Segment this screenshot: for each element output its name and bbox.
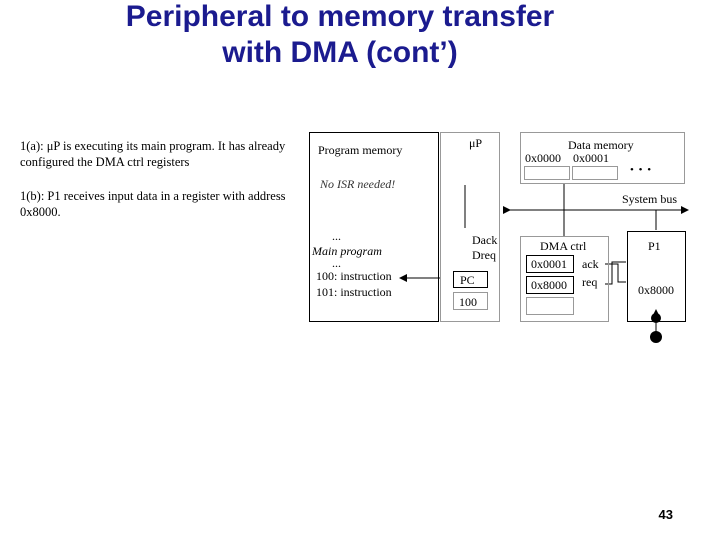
page-number: 43 [658, 507, 673, 522]
dma-reg-1-value: 0x0001 [531, 257, 567, 271]
program-memory-label: Program memory [318, 143, 403, 157]
system-bus-label: System bus [622, 192, 678, 206]
dma-reg-1 [526, 255, 574, 273]
slide-title-line1: Peripheral to memory transfer [125, 0, 555, 33]
dma-reg-3 [526, 297, 574, 315]
dma-reg-2 [526, 276, 574, 294]
no-isr-note: No ISR needed! [320, 177, 396, 191]
data-memory-ellipsis: • • • [630, 164, 653, 176]
data-memory-label: Data memory [568, 138, 634, 152]
ellipsis-bottom: ... [332, 256, 341, 270]
p1-register: 0x8000 [638, 283, 674, 297]
dack-label: Dack [472, 233, 498, 247]
addr-0001: 0x0001 [573, 151, 609, 165]
dma-reg-2-value: 0x8000 [531, 278, 567, 292]
dma-ctrl-box [520, 236, 609, 322]
up-label: μP [469, 136, 483, 150]
pc-label: PC [460, 273, 475, 287]
dma-ctrl-label: DMA ctrl [540, 239, 587, 253]
data-cell-1 [572, 166, 618, 180]
p1-label: P1 [648, 239, 661, 253]
req-label: req [582, 275, 598, 289]
up-box [440, 132, 500, 322]
program-memory-box [309, 132, 439, 322]
instruction-100: 100: instruction [316, 269, 392, 283]
ellipsis-top: ... [332, 229, 341, 243]
ack-label: ack [582, 257, 599, 271]
addr-0000: 0x0000 [525, 151, 561, 165]
pc-value: 100 [459, 295, 477, 309]
dreq-label: Dreq [472, 248, 496, 262]
slide-title-line2: with DMA (cont’) [222, 36, 458, 69]
main-program-label: Main program [312, 244, 382, 258]
data-memory-box [520, 132, 685, 184]
instruction-101: 101: instruction [316, 285, 392, 299]
pc-box [453, 271, 488, 288]
note-1b: 1(b): P1 receives input data in a regist… [20, 189, 286, 219]
pc-value-box [453, 292, 488, 310]
data-cell-0 [524, 166, 570, 180]
p1-box [627, 231, 686, 322]
note-1a: 1(a): μP is executing its main program. … [20, 139, 286, 169]
